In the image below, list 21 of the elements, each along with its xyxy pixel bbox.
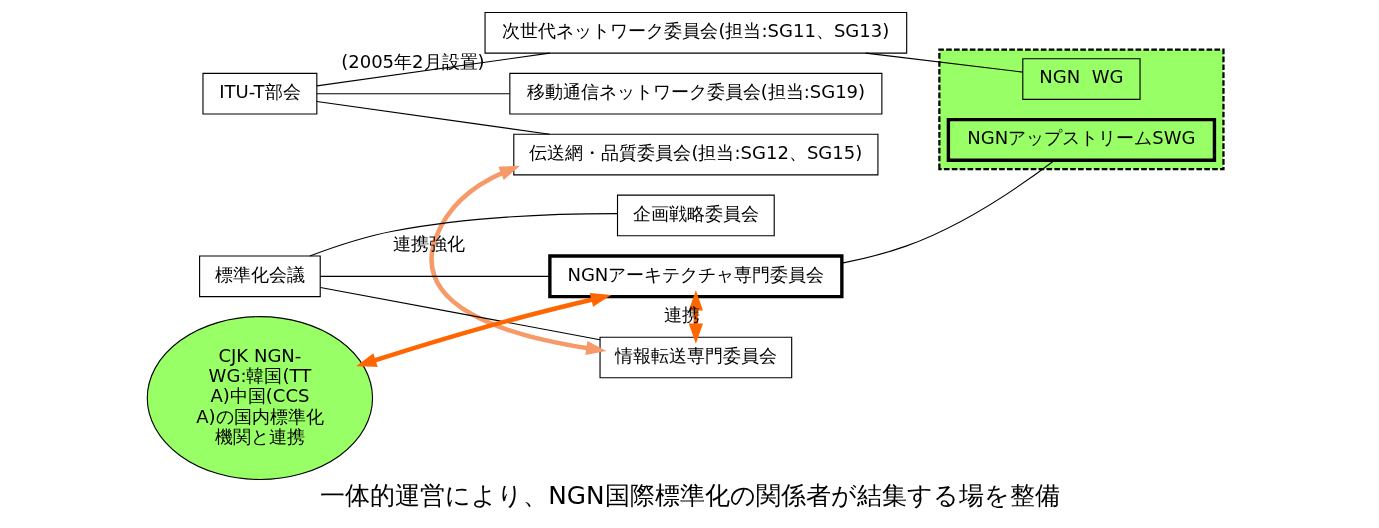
arrow [355, 292, 611, 367]
node-ellipse: CJK NGN-WG:韓国(TTA)中国(CCSA)の国内標準化機関と連携 [146, 316, 373, 481]
node-box: 移動通信ネットワーク委員会(担当:SG19) [508, 72, 882, 115]
connector [841, 159, 1055, 264]
connector [864, 52, 1023, 73]
connector [308, 213, 618, 257]
node-box: 情報転送専門委員会 [598, 336, 792, 379]
connector [319, 286, 600, 341]
node-box: NGNアップストリームSWG [946, 117, 1216, 162]
node-box: 伝送網・品質委員会(担当:SG12、SG15) [512, 133, 878, 176]
node-box: NGNアーキテクチャ専門委員会 [547, 254, 844, 299]
node-box: 標準化会議 [198, 255, 321, 298]
cluster [937, 48, 1225, 171]
arrow [429, 165, 606, 356]
node-box: NGN WG [1021, 58, 1141, 100]
caption: 一体的運営により、NGN国際標準化の関係者が結集する場を整備 [319, 480, 1060, 510]
node-box: 企画戦略委員会 [616, 194, 775, 237]
node-box: ITU-T部会 [201, 72, 317, 115]
connector [319, 275, 550, 277]
connector [315, 93, 510, 95]
node-box: 次世代ネットワーク委員会(担当:SG11、SG13) [483, 11, 907, 54]
